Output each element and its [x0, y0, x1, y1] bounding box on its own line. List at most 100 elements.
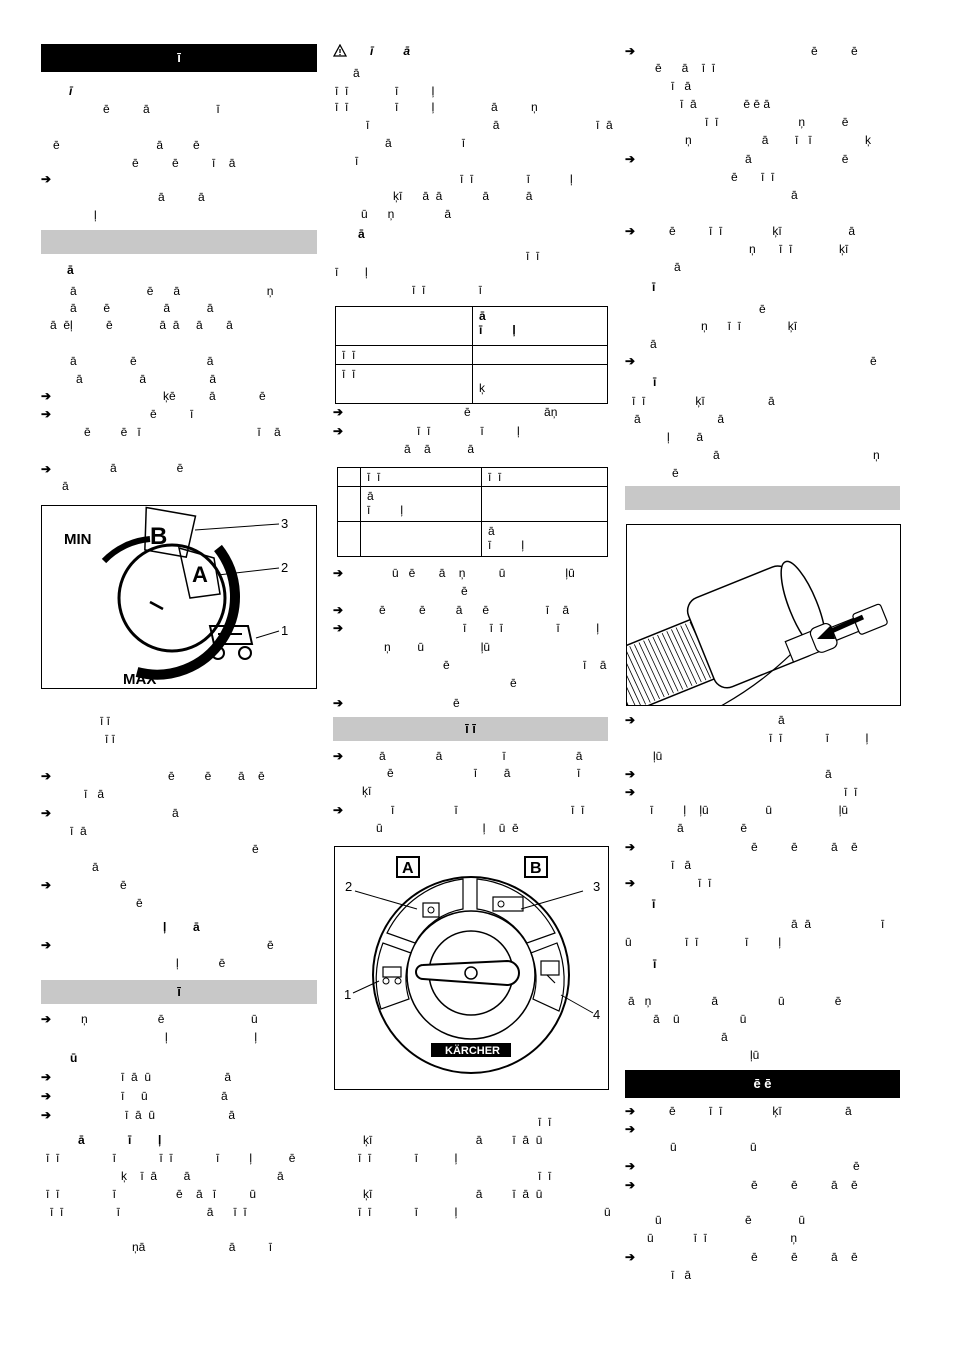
arrow-bullet-icon: ➔: [333, 566, 344, 580]
text-line: ā: [92, 860, 99, 874]
text-line: ļ ā: [163, 920, 200, 934]
text-line: ņ ī ī ķī: [701, 319, 798, 333]
arrow-bullet-icon: ➔: [41, 1012, 52, 1026]
text-line: ī ī ī ļ: [358, 1151, 458, 1165]
text-line: ē ē ā ē: [168, 769, 265, 783]
table-cell: [335, 306, 473, 346]
text-line: ē āņ: [464, 405, 558, 419]
callout-2: 2: [345, 879, 352, 894]
text-line: ī ā ī ā: [366, 118, 613, 132]
text-line: ā: [62, 479, 69, 493]
section-subheader-4: [625, 486, 900, 510]
table-cell: [337, 521, 361, 557]
arrow-bullet-icon: ➔: [333, 621, 344, 635]
table-cell: [481, 486, 608, 522]
text-line: ī: [69, 84, 73, 98]
arrow-bullet-icon: ➔: [625, 1104, 636, 1118]
text-line: ē ā ē: [53, 138, 200, 152]
arrow-bullet-icon: ➔: [625, 767, 636, 781]
arrow-bullet-icon: ➔: [41, 1070, 52, 1084]
arrow-bullet-icon: ➔: [41, 462, 52, 476]
text-line: ī ī ī ļ: [460, 172, 573, 186]
text-line: ļū: [653, 749, 663, 763]
text-line: ī ī: [100, 714, 111, 728]
text-line: ī ī: [526, 249, 540, 263]
text-line: ē: [461, 584, 468, 598]
text-line: ķī: [362, 784, 372, 798]
section-subheader-3: ī ī: [333, 717, 608, 741]
text-line: ā ā: [634, 412, 725, 426]
arrow-bullet-icon: ➔: [41, 407, 52, 421]
text-line: ī ā: [370, 44, 411, 58]
arrow-bullet-icon: ➔: [625, 44, 636, 58]
callout-3: 3: [593, 879, 600, 894]
text-line: ņā ā ī: [132, 1240, 273, 1254]
arrow-bullet-icon: ➔: [625, 224, 636, 238]
text-line: ā ē: [110, 461, 184, 475]
text-line: ā: [67, 263, 74, 277]
text-line: ē ē ī ī ā: [84, 425, 281, 439]
text-line: ļū: [750, 1048, 760, 1062]
arrow-bullet-icon: ➔: [625, 1159, 636, 1173]
arrow-bullet-icon: ➔: [333, 696, 344, 710]
text-line: ā: [721, 1030, 728, 1044]
text-line: ē ē ā ē ī ā: [379, 603, 570, 617]
text-line: ī: [653, 957, 657, 971]
text-line: ē: [267, 938, 274, 952]
text-line: ī ī ī ī ī ī ļ ē: [46, 1151, 296, 1165]
text-line: ā: [353, 66, 360, 80]
text-line: ī ī ī ļ: [769, 731, 869, 745]
text-line: ē: [252, 842, 259, 856]
callout-3: 3: [281, 516, 288, 531]
text-line: ē ī ī ķī ā: [669, 1104, 852, 1118]
table-cell: ā ī ļ: [360, 486, 482, 522]
text-line: ī ū ā: [121, 1089, 228, 1103]
hose-coupling-figure: [608, 524, 901, 738]
text-line: ā ū ū: [653, 1012, 747, 1026]
text-line: ī ī: [538, 1115, 552, 1129]
text-line: ī ī ī ļ: [417, 424, 520, 438]
table-cell: ā ī ļ: [481, 521, 608, 557]
callout-1: 1: [344, 987, 351, 1002]
text-line: ē: [136, 896, 143, 910]
text-line: ī ī ī ē ā ī ū: [46, 1187, 257, 1201]
text-line: ī ī: [105, 732, 116, 746]
rim-cleaner-icon: [492, 896, 524, 912]
arrow-bullet-icon: ➔: [625, 785, 636, 799]
knob-label-b: B: [530, 860, 542, 877]
text-line: ā: [172, 806, 179, 820]
arrow-bullet-icon: ➔: [333, 603, 344, 617]
pressure-dial-figure: B A MIN MAX 3 2 1: [41, 505, 317, 689]
text-line: ē: [870, 354, 877, 368]
warning-icon: [333, 44, 347, 57]
text-line: ū ē ū: [655, 1213, 806, 1227]
column-1: ī ī: [41, 44, 317, 1004]
text-line: ī ļ: [335, 265, 368, 279]
table-cell: ā ī ļ: [472, 306, 608, 346]
text-line: ī ī ī ā ī ī: [50, 1205, 247, 1219]
table-row: ā ī ļ: [337, 486, 608, 522]
text-line: ē ā ī: [103, 102, 220, 116]
text-line: ē: [453, 696, 460, 710]
text-line: ē: [120, 878, 127, 892]
callout-1: 1: [281, 623, 288, 638]
text-line: ķī ā ī ā ū: [363, 1133, 543, 1147]
arrow-bullet-icon: ➔: [333, 405, 344, 419]
arrow-bullet-icon: ➔: [333, 749, 344, 763]
text-line: ē ē: [811, 44, 858, 58]
table-cell: ī ī: [481, 467, 608, 487]
text-line: ņ ī ī ķī: [749, 242, 849, 256]
table-row: ā ī ļ: [337, 521, 608, 557]
section-header-2: ē ē: [625, 1070, 900, 1098]
text-line: ī ī ī: [412, 283, 483, 297]
brand-logo: KÄRCHER: [445, 1044, 500, 1057]
text-line: ā ā ī: [791, 917, 885, 931]
text-line: ņ ā ī ī ķ: [685, 133, 872, 147]
text-line: ā ņ ā ū ē: [628, 994, 842, 1008]
table-cell: ī ī: [360, 467, 482, 487]
text-line: ī ī ī ī: [391, 803, 585, 817]
text-line: ī: [652, 280, 656, 294]
dial-label-a: A: [192, 562, 208, 587]
text-line: ā ī: [385, 136, 466, 150]
